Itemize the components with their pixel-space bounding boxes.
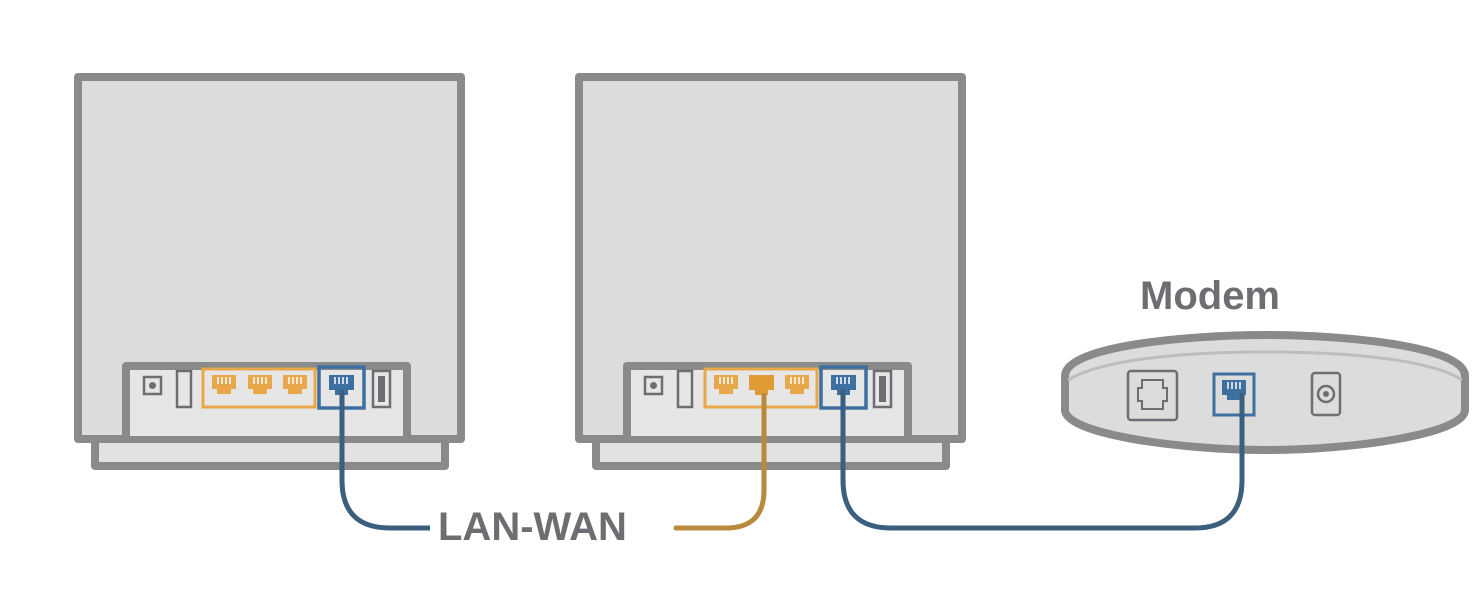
- lan-cable-router2: [673, 392, 767, 531]
- router-1: [74, 73, 465, 470]
- modem-label: Modem: [1140, 274, 1280, 318]
- reset-button-icon: [676, 369, 694, 409]
- phone-line-port-icon: [1126, 369, 1179, 422]
- ethernet-lan-port-icon: [703, 367, 819, 409]
- lan-wan-cable-label: LAN-WAN: [430, 505, 635, 550]
- usb-port-icon: [872, 369, 893, 409]
- power-port-icon: [643, 375, 664, 396]
- power-jack-icon: [1310, 371, 1342, 417]
- usb-port-icon: [371, 369, 392, 409]
- wan-cable-router1: [339, 389, 435, 531]
- ethernet-wan-port-icon: [819, 365, 868, 410]
- reset-button-icon: [175, 369, 193, 409]
- modem: [1061, 331, 1469, 454]
- router-2: [575, 73, 966, 470]
- power-port-icon: [142, 375, 163, 396]
- ethernet-lan-port-icon: [201, 367, 317, 409]
- wan-cable-router2-modem: [840, 389, 1245, 531]
